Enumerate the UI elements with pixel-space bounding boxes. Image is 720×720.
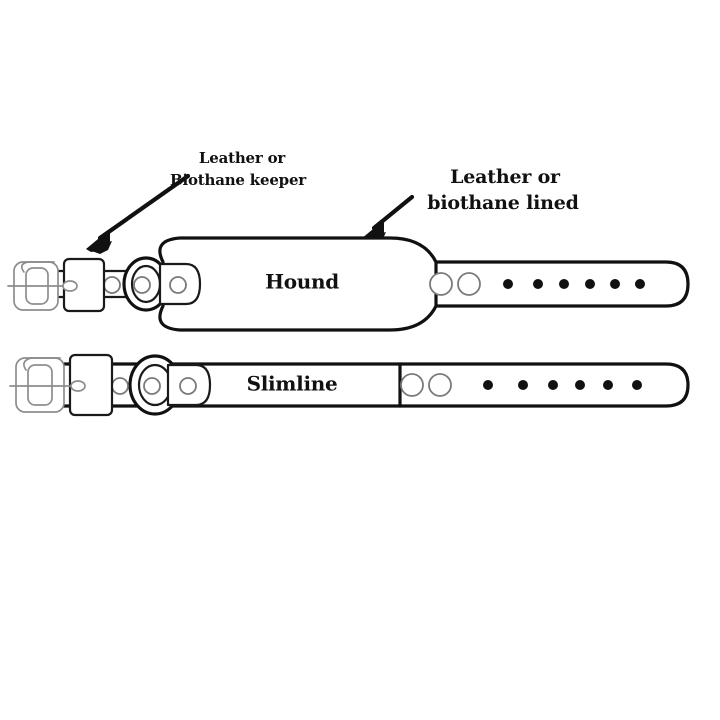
slimline-tail-rivet-2 [428, 373, 452, 397]
lining-callout-line2: biothane lined [427, 192, 578, 214]
hound-tail-rivet-1 [429, 272, 453, 296]
hound-padded-body [158, 236, 438, 332]
hound-adjustment-holes [503, 279, 645, 289]
hound-tail-rivet-2 [457, 272, 481, 296]
keeper-callout-line1: Leather or [199, 149, 287, 167]
hound-rivet-endcap [169, 276, 187, 294]
slimline-tail-rivet-1 [400, 373, 424, 397]
hound-rivet-right [133, 276, 151, 294]
keeper-callout-line2: Biothane keeper [170, 171, 307, 189]
slimline-buckle-frame [9, 357, 86, 413]
collar-slimline: Slimline [9, 353, 690, 417]
slimline-collar-label: Slimline [247, 372, 338, 396]
slimline-keeper-block [68, 353, 114, 417]
slimline-rivet-right [143, 377, 161, 395]
annotation-lining-callout: Leather or biothane lined [361, 166, 579, 244]
lining-callout-line1: Leather or [450, 166, 561, 188]
annotation-keeper-callout: Leather or Biothane keeper [86, 149, 308, 254]
slimline-adjustment-holes [483, 380, 642, 390]
keeper-callout-arrow [86, 173, 191, 254]
hound-buckle-frame [7, 261, 78, 311]
hound-rivet-left [103, 276, 121, 294]
hound-collar-label: Hound [265, 270, 339, 294]
slimline-rivet-endcap [179, 377, 197, 395]
slimline-rivet-left [111, 377, 129, 395]
collar-hound: Hound [7, 236, 690, 332]
